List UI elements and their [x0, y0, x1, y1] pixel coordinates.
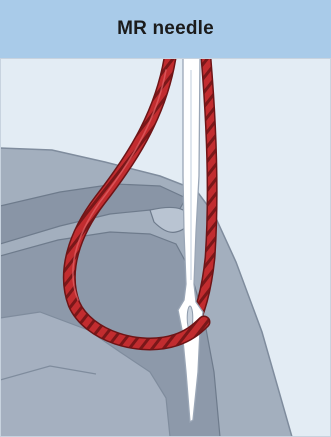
title-bar: MR needle: [0, 0, 331, 58]
needle-illustration: [0, 58, 331, 437]
diagram-title: MR needle: [117, 18, 214, 40]
